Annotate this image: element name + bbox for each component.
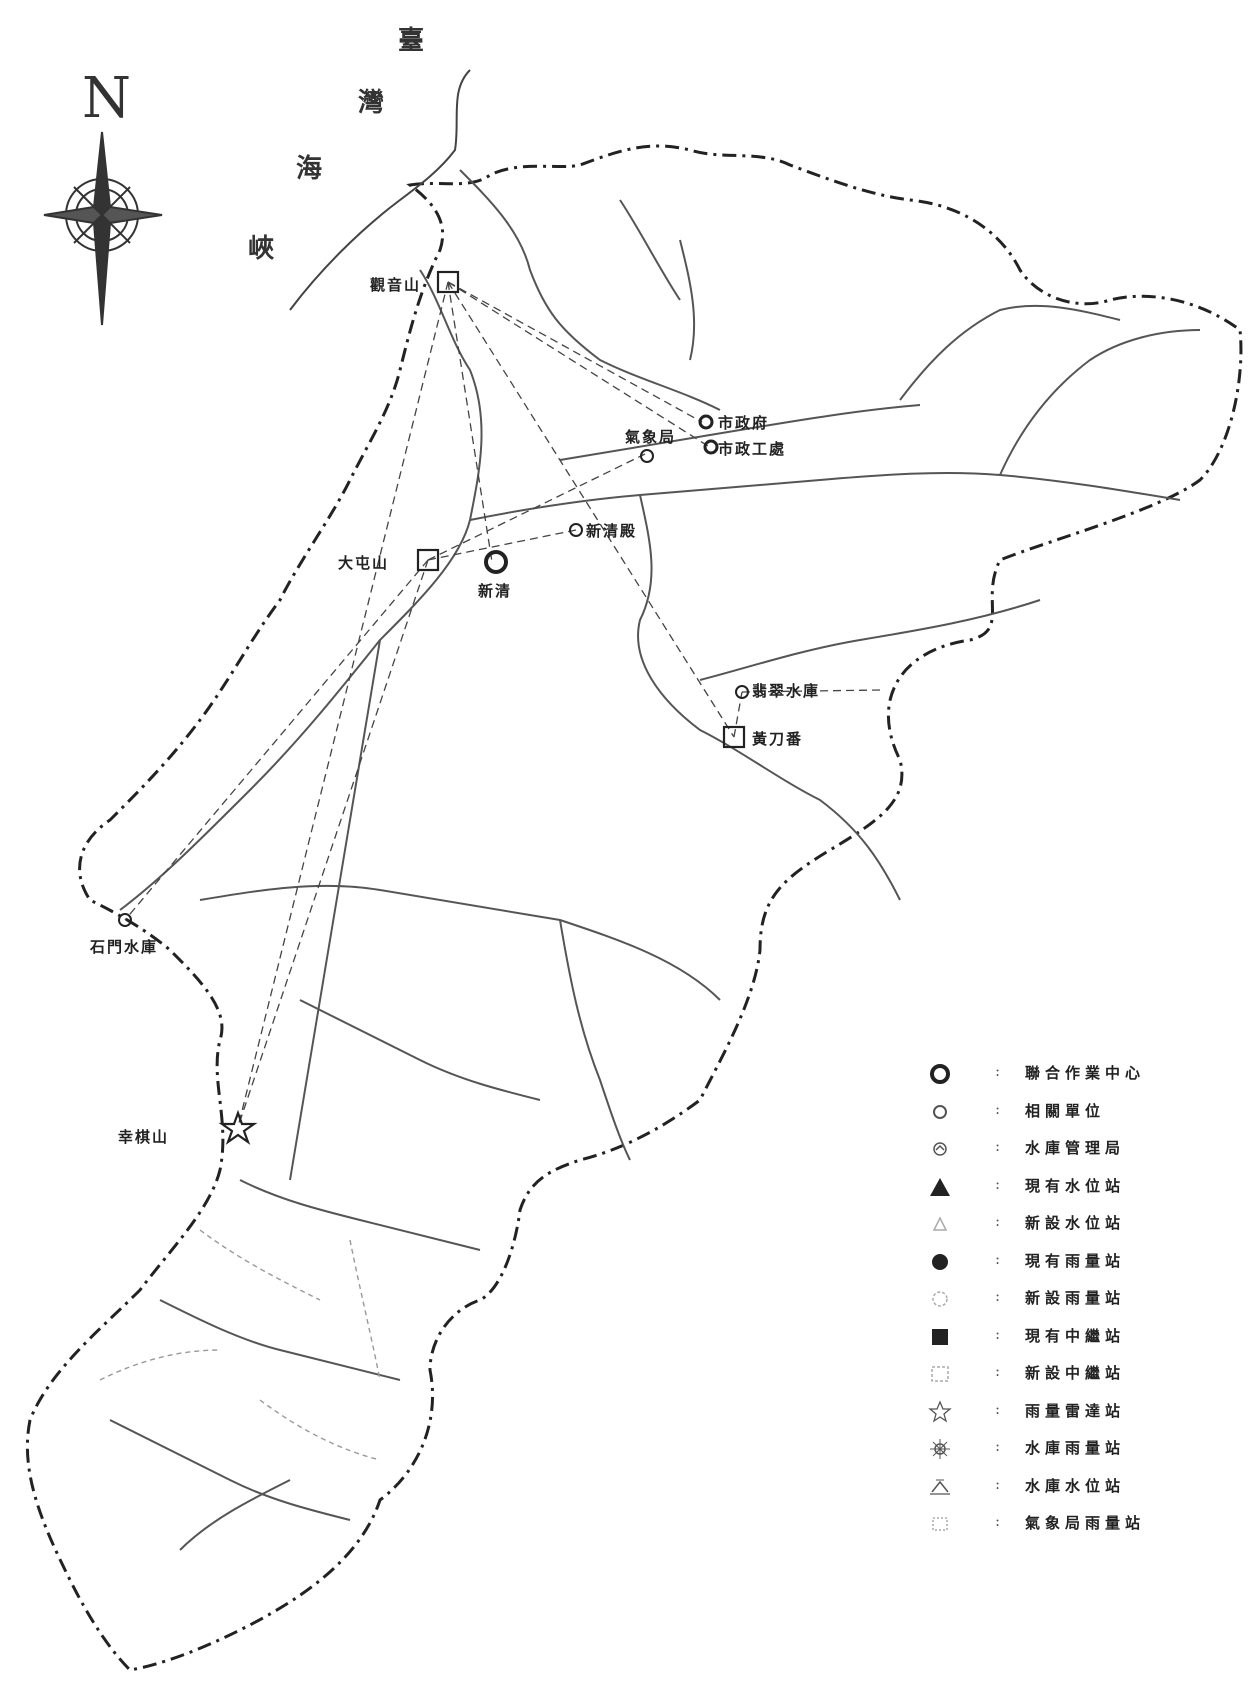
legend-colon: :	[995, 1249, 1001, 1268]
legend-item: : 新設中繼站	[925, 1358, 1225, 1396]
legend-item: : 水庫管理局	[925, 1133, 1225, 1171]
legend-label: 相關單位	[1025, 1101, 1106, 1120]
minor-streams	[99, 1229, 381, 1461]
shibingong-marker	[703, 439, 719, 455]
label-xinsheshan: 幸棋山	[118, 1128, 170, 1146]
station-markers	[118, 270, 749, 1145]
rainfall-report-icon	[925, 1399, 955, 1424]
label-qixiangju: 氣象局	[625, 428, 677, 446]
legend-label: 新設中繼站	[1025, 1364, 1126, 1382]
reservoir-water-level-icon	[925, 1475, 955, 1499]
label-xinqin: 新清	[478, 582, 513, 600]
reservoir-admin-icon	[925, 1137, 955, 1161]
huangdishan-relay-icon	[722, 725, 746, 749]
label-huangdishan: 黃刀番	[752, 730, 804, 748]
existing-water-level-icon	[925, 1175, 955, 1199]
legend-label: 水庫水位站	[1025, 1476, 1126, 1495]
shizhengfu-marker	[698, 414, 714, 430]
legend-item: : 新設水位站	[925, 1208, 1225, 1246]
existing-rainfall-icon	[925, 1250, 955, 1274]
legend-item: : 現有中繼站	[925, 1321, 1225, 1359]
label-feicui: 翡翠水庫	[752, 682, 821, 700]
legend-colon: :	[995, 1174, 1001, 1193]
basin-boundary	[25, 144, 1243, 1672]
label-xinqingdian: 新清殿	[586, 522, 638, 540]
shimen-reservoir-marker	[118, 913, 132, 927]
joint-center-marker	[484, 550, 508, 574]
legend-item: : 相關單位	[925, 1096, 1225, 1134]
label-datunshan: 大屯山	[338, 554, 390, 572]
legend-colon: :	[995, 1099, 1001, 1118]
map-legend: : 聯合作業中心 : 相關單位 : 水庫管理局 : 現有水位站 : 新設水位站 …	[925, 1058, 1225, 1546]
legend-label: 現有水位站	[1025, 1176, 1126, 1195]
guanyinshan-relay-icon	[436, 270, 460, 294]
new-relay-icon	[925, 1362, 955, 1386]
legend-item: : 現有雨量站	[925, 1246, 1225, 1284]
legend-colon: :	[995, 1512, 1001, 1530]
xinqingdian-marker	[569, 523, 583, 537]
legend-item: : 水庫水位站	[925, 1471, 1225, 1509]
reservoir-rainfall-icon	[925, 1437, 955, 1461]
label-guanyinshan: 觀音山	[370, 276, 422, 294]
label-shibingong: 市政工處	[718, 440, 787, 458]
legend-label: 現有雨量站	[1025, 1251, 1126, 1270]
coastline	[289, 69, 471, 311]
legend-colon: :	[995, 1287, 1001, 1305]
sea-label-char-2: 灣	[358, 88, 385, 118]
legend-item: : 現有水位站	[925, 1171, 1225, 1209]
related-unit-icon	[925, 1100, 955, 1124]
legend-item: : 水庫雨量站	[925, 1433, 1225, 1471]
legend-item: : 聯合作業中心	[925, 1058, 1225, 1096]
label-shizhengfu: 市政府	[718, 414, 770, 432]
north-label: N	[82, 66, 131, 131]
legend-label: 水庫雨量站	[1025, 1439, 1126, 1457]
sea-label-char-3: 海	[296, 154, 323, 184]
legend-label: 新設水位站	[1025, 1214, 1126, 1232]
legend-colon: :	[995, 1474, 1001, 1493]
feicui-reservoir-marker	[735, 685, 749, 699]
label-shimen: 石門水庫	[90, 938, 159, 956]
legend-item: : 氣象局雨量站	[925, 1508, 1225, 1546]
new-rainfall-icon	[925, 1287, 955, 1311]
sea-label-char-1: 臺	[398, 26, 425, 56]
legend-label: 氣象局雨量站	[1025, 1514, 1146, 1532]
joint-center-icon	[925, 1062, 955, 1086]
legend-label: 現有中繼站	[1025, 1326, 1126, 1345]
legend-colon: :	[995, 1062, 1001, 1080]
rivers	[109, 169, 1201, 1551]
existing-relay-icon	[925, 1325, 955, 1349]
compass-icon	[43, 131, 163, 326]
weather-bureau-rainfall-icon	[925, 1512, 955, 1536]
new-water-level-icon	[925, 1212, 955, 1236]
legend-item: : 雨量雷達站	[925, 1396, 1225, 1434]
legend-item: : 新設雨量站	[925, 1283, 1225, 1321]
legend-label: 新設雨量站	[1025, 1289, 1126, 1307]
legend-label: 雨量雷達站	[1025, 1401, 1126, 1420]
sea-label-char-4: 峽	[248, 234, 275, 264]
legend-label: 水庫管理局	[1025, 1139, 1126, 1157]
legend-colon: :	[995, 1362, 1001, 1380]
telemetry-links	[124, 281, 881, 1128]
legend-colon: :	[995, 1399, 1001, 1418]
xinsheshan-radar-icon	[218, 1109, 258, 1145]
legend-colon: :	[995, 1437, 1001, 1455]
qixiangju-marker	[640, 449, 654, 463]
legend-label: 聯合作業中心	[1025, 1064, 1146, 1082]
legend-colon: :	[995, 1324, 1001, 1343]
legend-colon: :	[995, 1212, 1001, 1230]
legend-colon: :	[995, 1137, 1001, 1155]
datunshan-relay-icon	[416, 548, 440, 572]
